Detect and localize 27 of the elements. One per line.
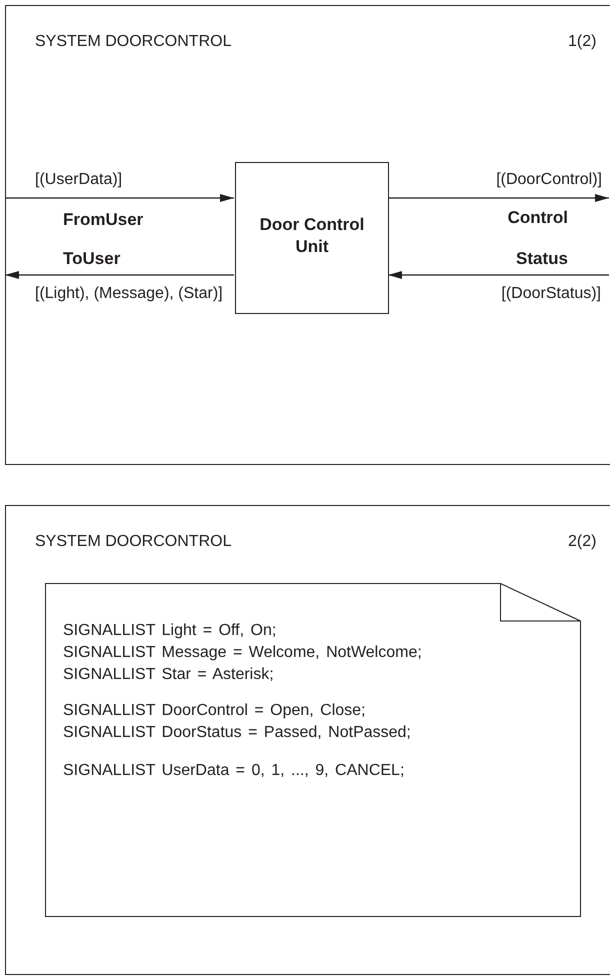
block-box [235,162,389,314]
signal-declaration: SIGNALLIST DoorStatus = Passed, NotPassed; [63,723,411,742]
frame-title: SYSTEM DOORCONTROL [35,532,232,551]
page-number: 2(2) [568,532,596,551]
signal-list: [(Light), (Message), (Star)] [35,284,225,303]
system-frame [5,505,610,975]
channel-name: Control [506,208,568,228]
text-note [45,583,581,917]
frame-title: SYSTEM DOORCONTROL [35,32,232,51]
signal-declaration: SIGNALLIST DoorControl = Open, Close; [63,701,366,720]
system-frame [5,5,610,465]
signal-declaration: SIGNALLIST Star = Asterisk; [63,665,274,684]
channel-name: ToUser [63,249,120,269]
channel-arrow [5,194,234,202]
signal-list: [(DoorStatus)] [441,284,601,303]
channel-name: Status [515,249,568,269]
block-name: Door Control Unit [258,214,366,258]
channel-arrow [388,271,609,279]
signal-declaration: SIGNALLIST Light = Off, On; [63,621,276,640]
page-number: 1(2) [568,32,596,51]
signal-list: [(UserData)] [35,170,225,189]
channel-arrow [388,194,609,202]
channel-name: FromUser [63,210,144,230]
channel-arrow [5,271,234,279]
signal-list: [(DoorControl)] [432,170,602,189]
signal-declaration: SIGNALLIST Message = Welcome, NotWelcome; [63,643,422,662]
signal-declaration: SIGNALLIST UserData = 0, 1, ..., 9, CANCEL; [63,761,404,780]
